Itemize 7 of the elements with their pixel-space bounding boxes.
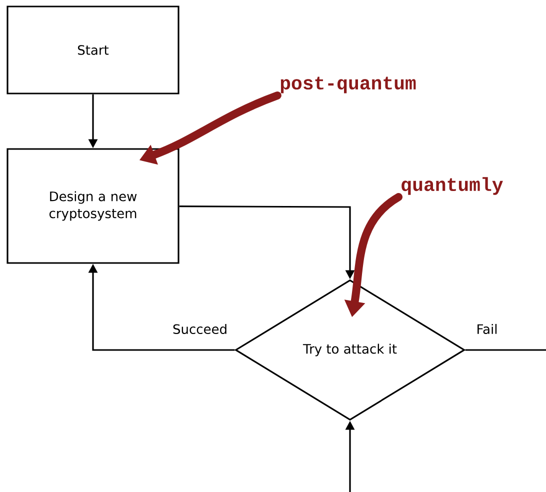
edge-label: Fail — [475, 322, 499, 336]
edge-label: Succeed — [171, 322, 229, 336]
annotation-text: post-quantum — [280, 76, 416, 94]
process-box: Design a new cryptosystem — [6, 148, 180, 264]
process-box: Start — [6, 6, 180, 94]
connector-line — [465, 349, 546, 351]
annotation-text: quantumly — [402, 177, 503, 195]
